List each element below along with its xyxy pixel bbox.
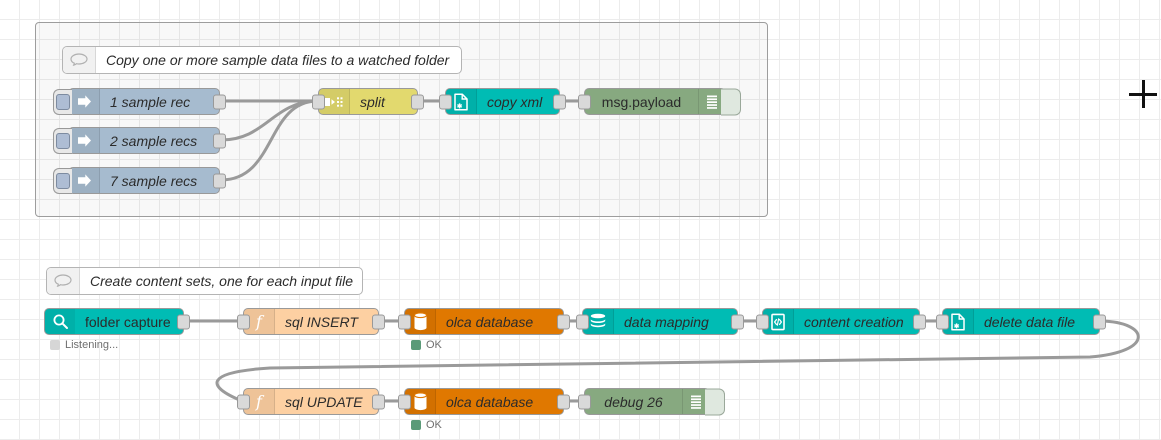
- comment-text: Create content sets, one for each input …: [90, 273, 354, 289]
- output-port[interactable]: [557, 314, 570, 329]
- debug-enable-button[interactable]: [721, 88, 741, 115]
- node-inject-1-sample-rec[interactable]: 1 sample rec: [53, 88, 226, 115]
- input-port[interactable]: [398, 314, 411, 329]
- output-port[interactable]: [213, 94, 226, 109]
- node-olca-database-insert[interactable]: olca database: [398, 308, 570, 335]
- output-port[interactable]: [177, 314, 190, 329]
- status-dot: [411, 420, 421, 430]
- debug-lines-icon: [682, 389, 709, 414]
- status-text: OK: [426, 419, 442, 431]
- status-olca-database-update: OK: [411, 419, 442, 431]
- output-port[interactable]: [411, 94, 424, 109]
- canvas-crosshair-cursor: [1129, 80, 1157, 108]
- node-inject-2-sample-recs[interactable]: 2 sample recs: [53, 127, 226, 154]
- input-port[interactable]: [439, 94, 452, 109]
- node-split[interactable]: split: [312, 88, 424, 115]
- node-debug-msg-payload[interactable]: msg.payload: [578, 88, 741, 115]
- input-port[interactable]: [398, 394, 411, 409]
- comment-node-create-content-sets[interactable]: Create content sets, one for each input …: [46, 267, 363, 295]
- node-inject-7-sample-recs[interactable]: 7 sample recs: [53, 167, 226, 194]
- input-port[interactable]: [936, 314, 949, 329]
- input-port[interactable]: [756, 314, 769, 329]
- node-label: copy xml: [487, 93, 543, 110]
- node-label: olca database: [446, 393, 534, 410]
- node-label: 7 sample recs: [110, 172, 198, 189]
- inject-arrow-icon: [69, 128, 100, 153]
- node-label: folder capture: [85, 313, 171, 330]
- node-label: content creation: [804, 313, 904, 330]
- svg-text:f: f: [255, 393, 265, 411]
- inject-arrow-icon: [69, 168, 100, 193]
- output-port[interactable]: [553, 94, 566, 109]
- node-label: 2 sample recs: [110, 132, 198, 149]
- node-label: delete data file: [984, 313, 1076, 330]
- output-port[interactable]: [372, 394, 385, 409]
- comment-text: Copy one or more sample data files to a …: [106, 52, 450, 68]
- status-text: Listening...: [65, 339, 119, 351]
- output-port[interactable]: [1093, 314, 1106, 329]
- input-port[interactable]: [237, 394, 250, 409]
- input-port[interactable]: [578, 394, 591, 409]
- debug-lines-icon: [698, 89, 725, 114]
- node-file-copy-xml[interactable]: copy xml: [439, 88, 566, 115]
- svg-text:f: f: [255, 313, 265, 331]
- input-port[interactable]: [576, 314, 589, 329]
- status-dot: [411, 340, 421, 350]
- node-function-sql-update[interactable]: f sql UPDATE: [237, 388, 385, 415]
- node-content-creation[interactable]: content creation: [756, 308, 926, 335]
- comment-bubble-icon: [63, 47, 96, 73]
- node-label: olca database: [446, 313, 534, 330]
- status-olca-database-insert: OK: [411, 339, 442, 351]
- inject-button[interactable]: [53, 127, 72, 154]
- input-port[interactable]: [237, 314, 250, 329]
- node-function-sql-insert[interactable]: f sql INSERT: [237, 308, 385, 335]
- debug-enable-button[interactable]: [705, 388, 725, 415]
- output-port[interactable]: [213, 173, 226, 188]
- status-dot: [50, 340, 60, 350]
- node-label: 1 sample rec: [110, 93, 191, 110]
- node-label: data mapping: [624, 313, 709, 330]
- node-label: debug 26: [604, 393, 663, 410]
- comment-bubble-icon: [47, 268, 80, 294]
- input-port[interactable]: [312, 94, 325, 109]
- magnifier-icon: [45, 309, 75, 334]
- node-folder-capture[interactable]: folder capture: [44, 308, 190, 335]
- db-cylinder-icon: [405, 389, 436, 414]
- node-data-mapping[interactable]: data mapping: [576, 308, 744, 335]
- comment-node-copy-samples[interactable]: Copy one or more sample data files to a …: [62, 46, 462, 74]
- inject-button[interactable]: [53, 167, 72, 194]
- inject-arrow-icon: [69, 89, 100, 114]
- output-port[interactable]: [557, 394, 570, 409]
- node-debug-26[interactable]: debug 26: [578, 388, 725, 415]
- group-copy-sample-files[interactable]: [35, 22, 768, 217]
- node-delete-data-file[interactable]: delete data file: [936, 308, 1106, 335]
- node-label: sql UPDATE: [285, 393, 363, 410]
- input-port[interactable]: [578, 94, 591, 109]
- status-text: OK: [426, 339, 442, 351]
- status-folder-capture: Listening...: [50, 339, 118, 351]
- node-label: split: [360, 93, 385, 110]
- output-port[interactable]: [913, 314, 926, 329]
- node-label: sql INSERT: [285, 313, 358, 330]
- inject-button[interactable]: [53, 88, 72, 115]
- output-port[interactable]: [372, 314, 385, 329]
- output-port[interactable]: [213, 133, 226, 148]
- output-port[interactable]: [731, 314, 744, 329]
- node-label: msg.payload: [601, 93, 682, 110]
- node-olca-database-update[interactable]: olca database: [398, 388, 570, 415]
